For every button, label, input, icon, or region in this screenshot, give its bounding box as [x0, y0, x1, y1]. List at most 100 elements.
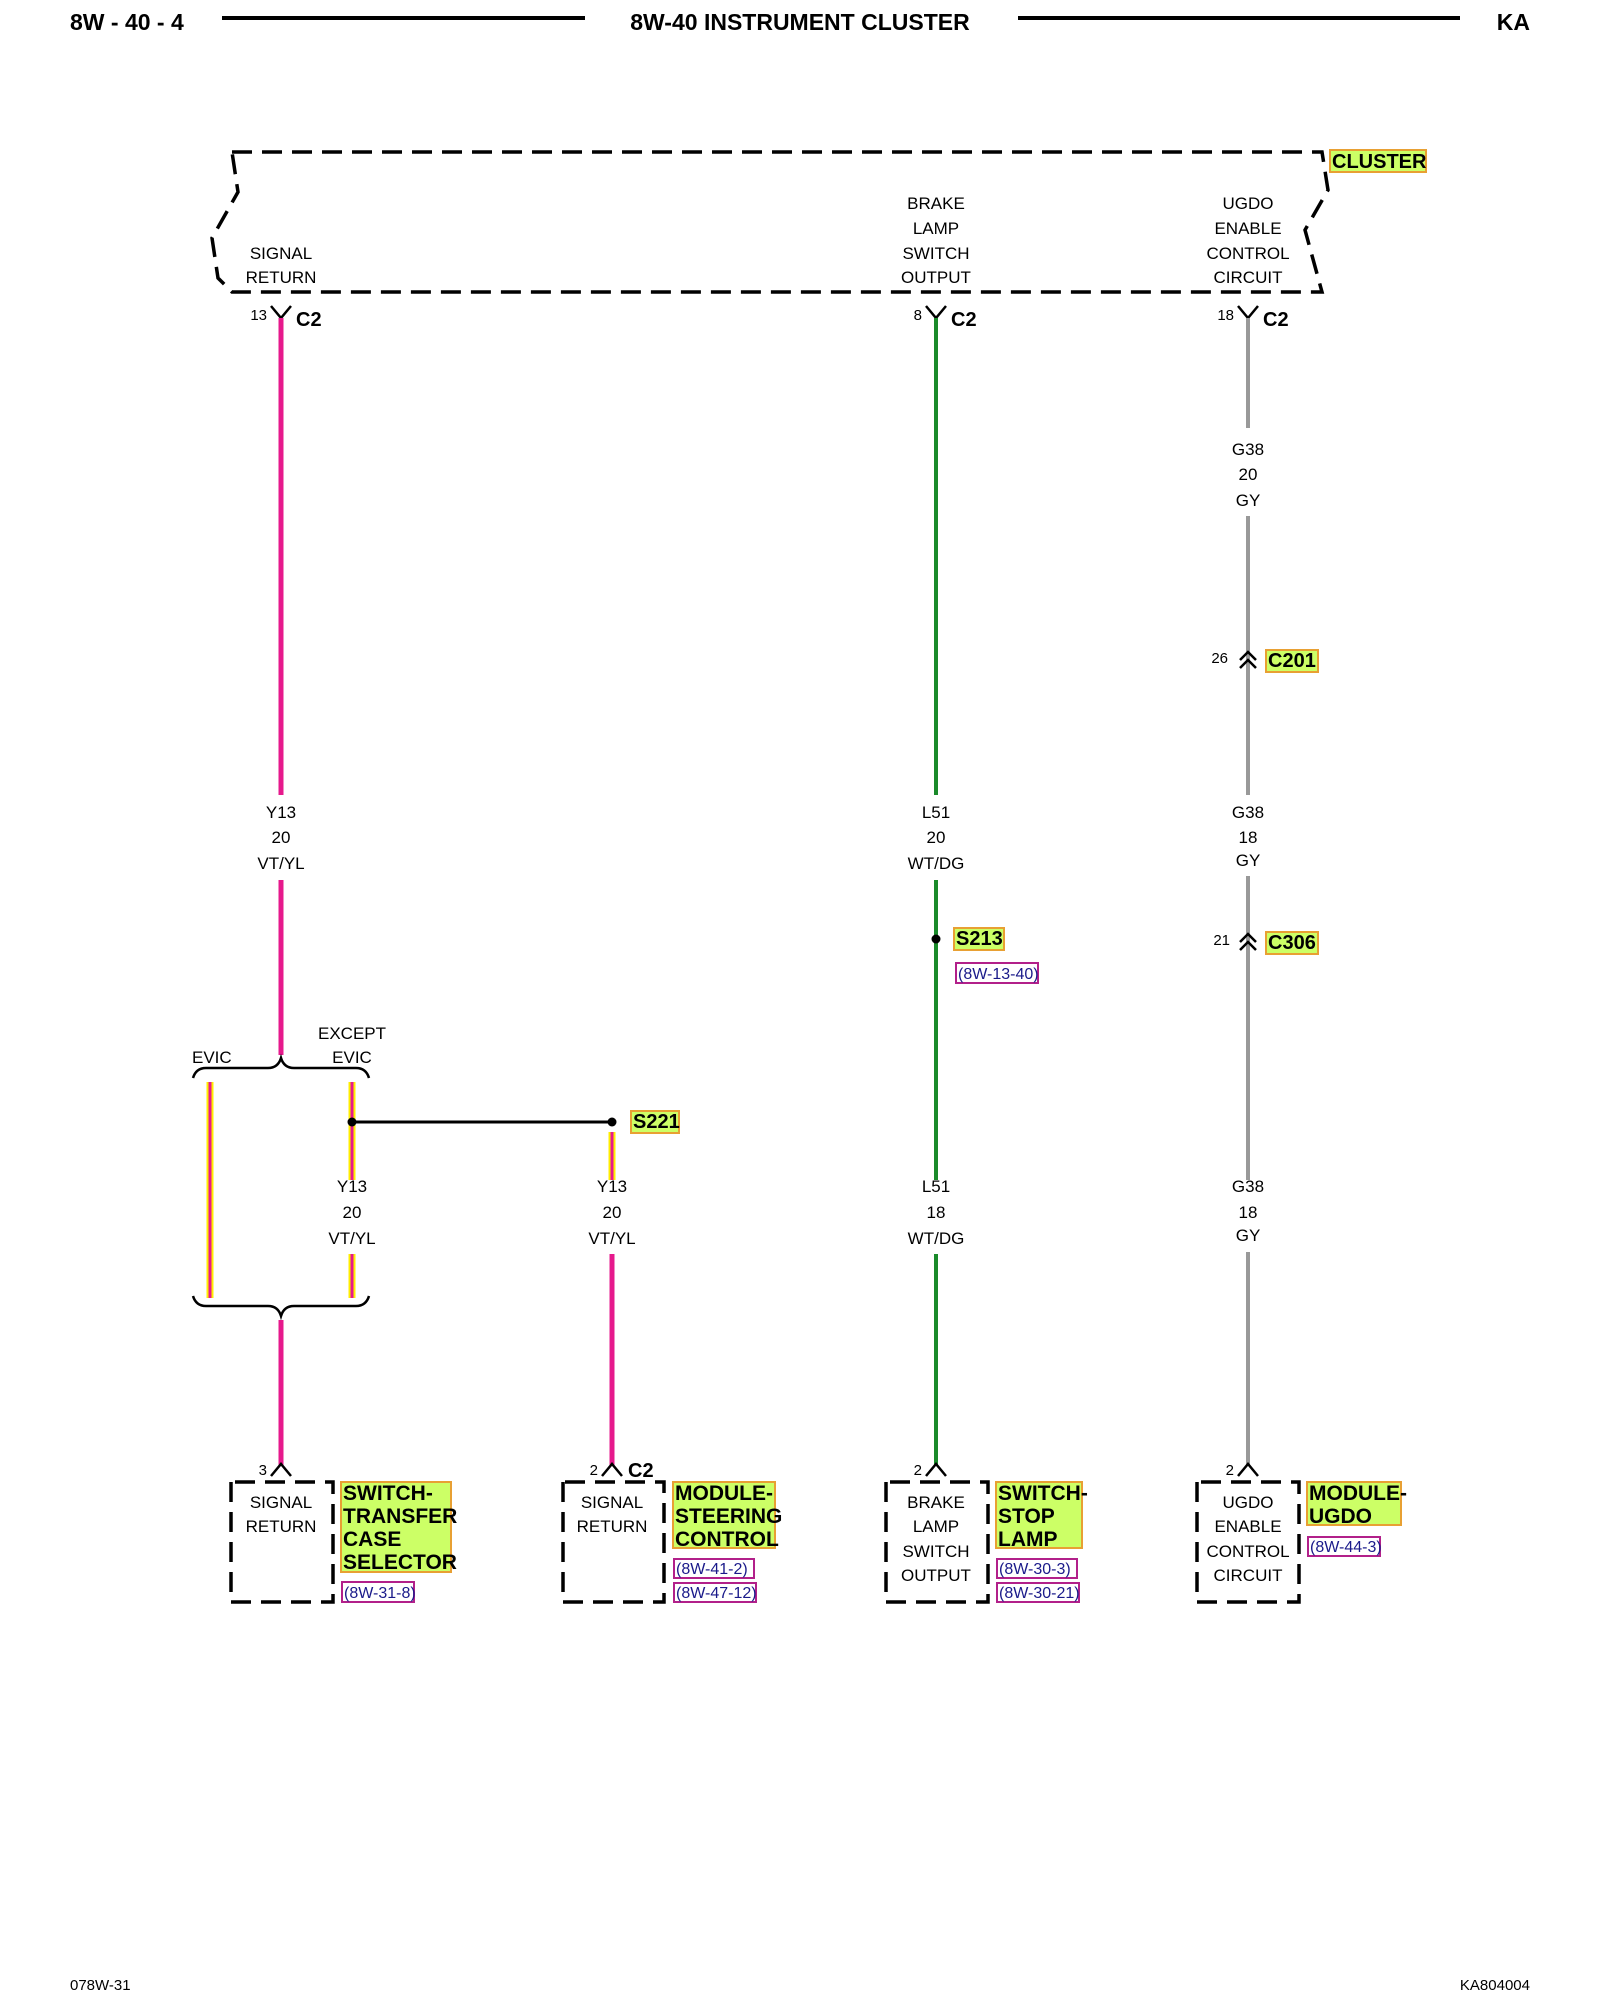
wire-label-l51-bottom-color: WT/DG: [908, 1229, 965, 1248]
connector-symbol: [270, 305, 292, 320]
pin-label-3: CONTROL: [1206, 1542, 1289, 1561]
component-name-highlight: [995, 1481, 1083, 1549]
component-ref-2[interactable]: (8W-30-21): [999, 1585, 1080, 1602]
pin-number: 8: [914, 307, 922, 324]
model-code: KA: [1497, 9, 1530, 35]
component-name-2: STEERING: [675, 1505, 782, 1528]
wire-label-g38-top-gauge: 20: [1239, 465, 1258, 484]
wire-label-g38-mid-gauge: 18: [1239, 828, 1258, 847]
wire-label-l51-bottom-gauge: 18: [927, 1203, 946, 1222]
pin-number: 13: [250, 307, 267, 324]
component-name-highlight: [1306, 1481, 1402, 1526]
component-module-ugdo: 2 UGDO ENABLE CONTROL CIRCUIT MODULE- UG…: [1195, 1462, 1407, 1604]
page-number: 8W - 40 - 4: [70, 9, 184, 35]
connector-label: C2: [296, 309, 322, 331]
connector-c201-symbol: [1239, 650, 1257, 669]
component-ref-2[interactable]: (8W-47-12): [676, 1585, 757, 1602]
pin-number: 3: [259, 1462, 267, 1479]
connector-c306-label: C306: [1268, 932, 1316, 954]
pin-label-4: CIRCUIT: [1214, 1566, 1283, 1585]
splice-s213-ref-box: [955, 962, 1039, 984]
option-except-label-1: EXCEPT: [318, 1024, 386, 1043]
wire-label-l51-top-color: WT/DG: [908, 854, 965, 873]
connector-c306-pin: 21: [1213, 932, 1230, 949]
component-outline: [1195, 1480, 1301, 1604]
connector-symbol: [601, 1462, 623, 1477]
pin-label-2: RETURN: [577, 1517, 648, 1536]
option-except-label-2: EVIC: [332, 1048, 372, 1067]
page-title: 8W-40 INSTRUMENT CLUSTER: [630, 9, 970, 35]
splice-s213-label: S213: [956, 928, 1003, 950]
wire-label-y13-evic-gauge: 20: [343, 1203, 362, 1222]
pin-label-1: SIGNAL: [581, 1493, 643, 1512]
option-evic-label: EVIC: [192, 1048, 232, 1067]
component-name-1: MODULE-: [675, 1482, 773, 1505]
splice-dot-s213: [931, 934, 941, 944]
splice-dot-s221: [607, 1117, 617, 1127]
connector-c306-highlight: [1265, 931, 1319, 955]
cluster-connector-c2-pin18: 18 C2: [1217, 305, 1289, 331]
wire-label-y13-color: VT/YL: [257, 854, 304, 873]
component-name-highlight: [672, 1481, 776, 1549]
component-ref-box-2: [996, 1582, 1080, 1603]
wire-label-g38-top-code: G38: [1232, 440, 1264, 459]
component-name-3: LAMP: [998, 1528, 1058, 1551]
cluster-label: CLUSTER: [1332, 151, 1427, 173]
splice-s221-highlight: [630, 1110, 680, 1134]
component-name-2: UGDO: [1309, 1505, 1372, 1528]
connector-label: C2: [628, 1460, 654, 1482]
connector-c201-label: C201: [1268, 650, 1316, 672]
pin-label-1: SIGNAL: [250, 1493, 312, 1512]
option-brace-bottom: [191, 1295, 371, 1321]
component-ref-1[interactable]: (8W-30-3): [999, 1561, 1071, 1578]
cluster-pin-label-brake-3: SWITCH: [902, 244, 969, 263]
circuit-g38: G38 20 GY 26 C201 G38 18 GY 21 C306 G38 …: [1211, 318, 1319, 1466]
component-name-1: SWITCH-: [343, 1482, 433, 1505]
pin-number: 18: [1217, 307, 1234, 324]
wire-label-g38-top-color: GY: [1236, 491, 1261, 510]
pin-label-1: UGDO: [1223, 1493, 1274, 1512]
cluster-pin-label-ugdo-1: UGDO: [1223, 194, 1274, 213]
splice-s213-ref[interactable]: (8W-13-40): [958, 966, 1039, 983]
component-outline: [884, 1480, 990, 1604]
cluster-connector-c2-pin8: 8 C2: [914, 305, 977, 331]
pin-label-2: ENABLE: [1214, 1517, 1281, 1536]
connector-c201-pin: 26: [1211, 650, 1228, 667]
component-name-3: CASE: [343, 1528, 401, 1551]
cluster-pin-label-brake-2: LAMP: [913, 219, 959, 238]
wire-label-y13-evic-color: VT/YL: [328, 1229, 375, 1248]
component-name-1: MODULE-: [1309, 1482, 1407, 1505]
pin-label-1: BRAKE: [907, 1493, 965, 1512]
component-ref-box-1: [673, 1558, 755, 1579]
page-header: 8W - 40 - 4 8W-40 INSTRUMENT CLUSTER KA: [70, 9, 1530, 35]
wire-label-l51-top-code: L51: [922, 803, 950, 822]
component-name-highlight: [340, 1481, 452, 1573]
component-ref-1[interactable]: (8W-31-8): [344, 1585, 416, 1602]
component-switch-transfer-case: 3 SIGNAL RETURN SWITCH- TRANSFER CASE SE…: [229, 1462, 457, 1604]
component-outline: [561, 1480, 666, 1604]
connector-symbol: [270, 1462, 292, 1477]
connector-symbol: [925, 305, 947, 320]
cluster-pin-label-brake-1: BRAKE: [907, 194, 965, 213]
component-name-2: TRANSFER: [343, 1505, 457, 1528]
splice-s213-highlight: [953, 927, 1005, 951]
circuit-y13: Y13 20 VT/YL EVIC EXCEPT EVIC Y13 20 VT/…: [191, 318, 680, 1466]
component-ref-box: [341, 1581, 415, 1603]
cluster-component: CLUSTER SIGNAL RETURN BRAKE LAMP SWITCH …: [210, 149, 1427, 294]
circuit-l51: L51 20 WT/DG S213 (8W-13-40) L51 18 WT/D…: [908, 318, 1039, 1466]
cluster-pin-label-signal-2: RETURN: [246, 268, 317, 287]
component-name-3: CONTROL: [675, 1528, 779, 1551]
cluster-connector-c2-pin13: 13 C2: [250, 305, 322, 331]
component-outline: [229, 1480, 335, 1604]
component-ref-1[interactable]: (8W-44-3): [1310, 1539, 1382, 1556]
wire-label-g38-mid-code: G38: [1232, 803, 1264, 822]
footer-right-code: KA804004: [1460, 1977, 1530, 1994]
pin-label-2: LAMP: [913, 1517, 959, 1536]
component-ref-1[interactable]: (8W-41-2): [676, 1561, 748, 1578]
wire-label-g38-bottom-code: G38: [1232, 1177, 1264, 1196]
component-switch-stop-lamp: 2 BRAKE LAMP SWITCH OUTPUT SWITCH- STOP …: [884, 1462, 1088, 1604]
component-module-steering-control: 2 C2 SIGNAL RETURN MODULE- STEERING CONT…: [561, 1460, 782, 1604]
component-name-4: SELECTOR: [343, 1551, 457, 1574]
cluster-pin-label-ugdo-3: CONTROL: [1206, 244, 1289, 263]
